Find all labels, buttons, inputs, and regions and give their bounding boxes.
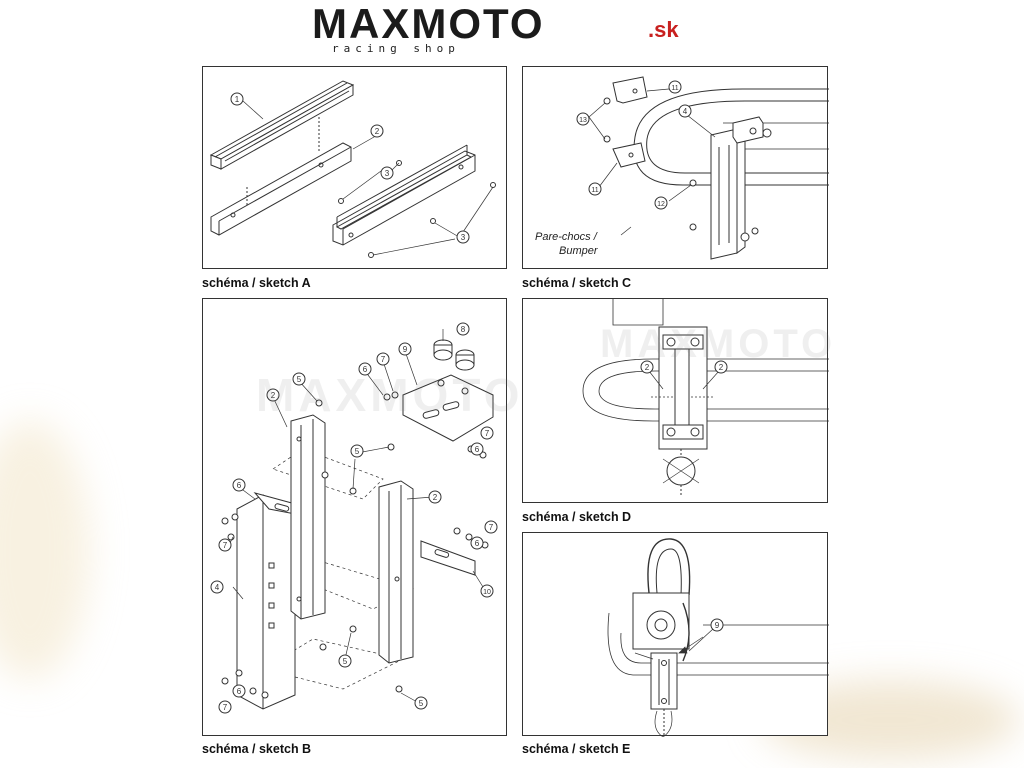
sketch-c-callouts: 11 4 13 11 12 [576, 80, 692, 210]
svg-text:13: 13 [579, 117, 587, 124]
sketch-a-callouts: 1 2 3 3 [230, 92, 470, 244]
sketch-e-caption: schéma / sketch E [522, 742, 631, 756]
svg-text:11: 11 [591, 187, 598, 194]
sketch-a-drawing: 1 2 3 3 [209, 80, 496, 258]
sketch-c-drawing: 11 4 13 11 12 [576, 76, 829, 260]
logo-domain: .sk [648, 17, 679, 42]
svg-text:6: 6 [237, 481, 242, 490]
svg-text:7: 7 [381, 355, 386, 364]
sketch-b-drawing: 5 2 6 7 9 8 7 6 5 2 6 7 7 6 4 10 5 6 7 5 [210, 322, 498, 714]
svg-text:4: 4 [215, 583, 220, 592]
sketch-d-caption: schéma / sketch D [522, 510, 632, 524]
maxmoto-logo: MAXMOTO .sk racing shop [312, 2, 712, 58]
svg-text:7: 7 [485, 429, 490, 438]
svg-text:6: 6 [475, 445, 480, 454]
bumper-label-line-2: Bumper [559, 245, 598, 257]
sketch-b-callouts: 5 2 6 7 9 8 7 6 5 2 6 7 7 6 4 10 5 6 7 5 [210, 322, 498, 714]
svg-text:2: 2 [719, 363, 724, 372]
svg-text:12: 12 [657, 201, 665, 208]
sketch-c-caption: schéma / sketch C [522, 276, 632, 290]
svg-text:3: 3 [385, 169, 390, 178]
svg-text:1: 1 [235, 95, 240, 104]
sketch-e-callouts: 9 [710, 618, 724, 632]
svg-text:11: 11 [671, 85, 678, 92]
sketch-d-callouts: 2 2 [640, 360, 728, 374]
svg-text:9: 9 [403, 345, 408, 354]
svg-text:4: 4 [683, 107, 688, 116]
svg-text:5: 5 [343, 657, 348, 666]
sketch-b-caption: schéma / sketch B [202, 742, 312, 756]
sketch-e-panel: 9 [522, 532, 829, 737]
sketch-a-caption: schéma / sketch A [202, 276, 311, 290]
svg-text:3: 3 [461, 233, 466, 242]
sketch-c-panel: 11 4 13 11 12 Pare-chocs / Bumper [522, 66, 829, 269]
logo-wordmark: MAXMOTO [312, 0, 545, 47]
bumper-label-line-1: Pare-chocs / [535, 231, 597, 243]
svg-text:5: 5 [355, 447, 360, 456]
svg-text:2: 2 [433, 493, 438, 502]
svg-text:7: 7 [489, 523, 494, 532]
svg-text:2: 2 [645, 363, 650, 372]
sketch-d-drawing: 2 2 [582, 299, 829, 497]
svg-text:7: 7 [223, 703, 228, 712]
svg-text:2: 2 [271, 391, 276, 400]
svg-text:5: 5 [297, 375, 302, 384]
svg-text:6: 6 [475, 539, 480, 548]
svg-text:6: 6 [363, 365, 368, 374]
logo-tagline: racing shop [332, 42, 460, 55]
sketch-e-drawing: 9 [607, 538, 829, 737]
svg-text:8: 8 [461, 325, 466, 334]
svg-text:2: 2 [375, 127, 380, 136]
svg-text:6: 6 [237, 687, 242, 696]
sketch-b-panel: 5 2 6 7 9 8 7 6 5 2 6 7 7 6 4 10 5 6 7 5 [202, 298, 507, 736]
svg-text:5: 5 [419, 699, 424, 708]
svg-text:7: 7 [223, 541, 228, 550]
svg-text:10: 10 [483, 589, 491, 596]
sketch-a-panel: 1 2 3 3 [202, 66, 507, 269]
svg-text:9: 9 [715, 621, 720, 630]
sketch-d-panel: 2 2 [522, 298, 829, 503]
